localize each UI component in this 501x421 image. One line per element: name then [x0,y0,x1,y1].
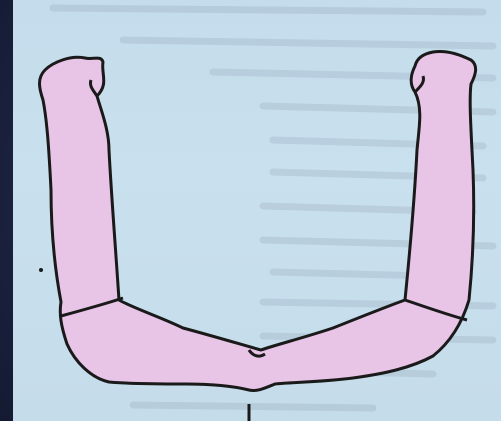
mandible-outline-figure [13,0,501,421]
speck [39,268,43,272]
scanned-page [13,0,501,421]
arch-outline [40,51,476,390]
